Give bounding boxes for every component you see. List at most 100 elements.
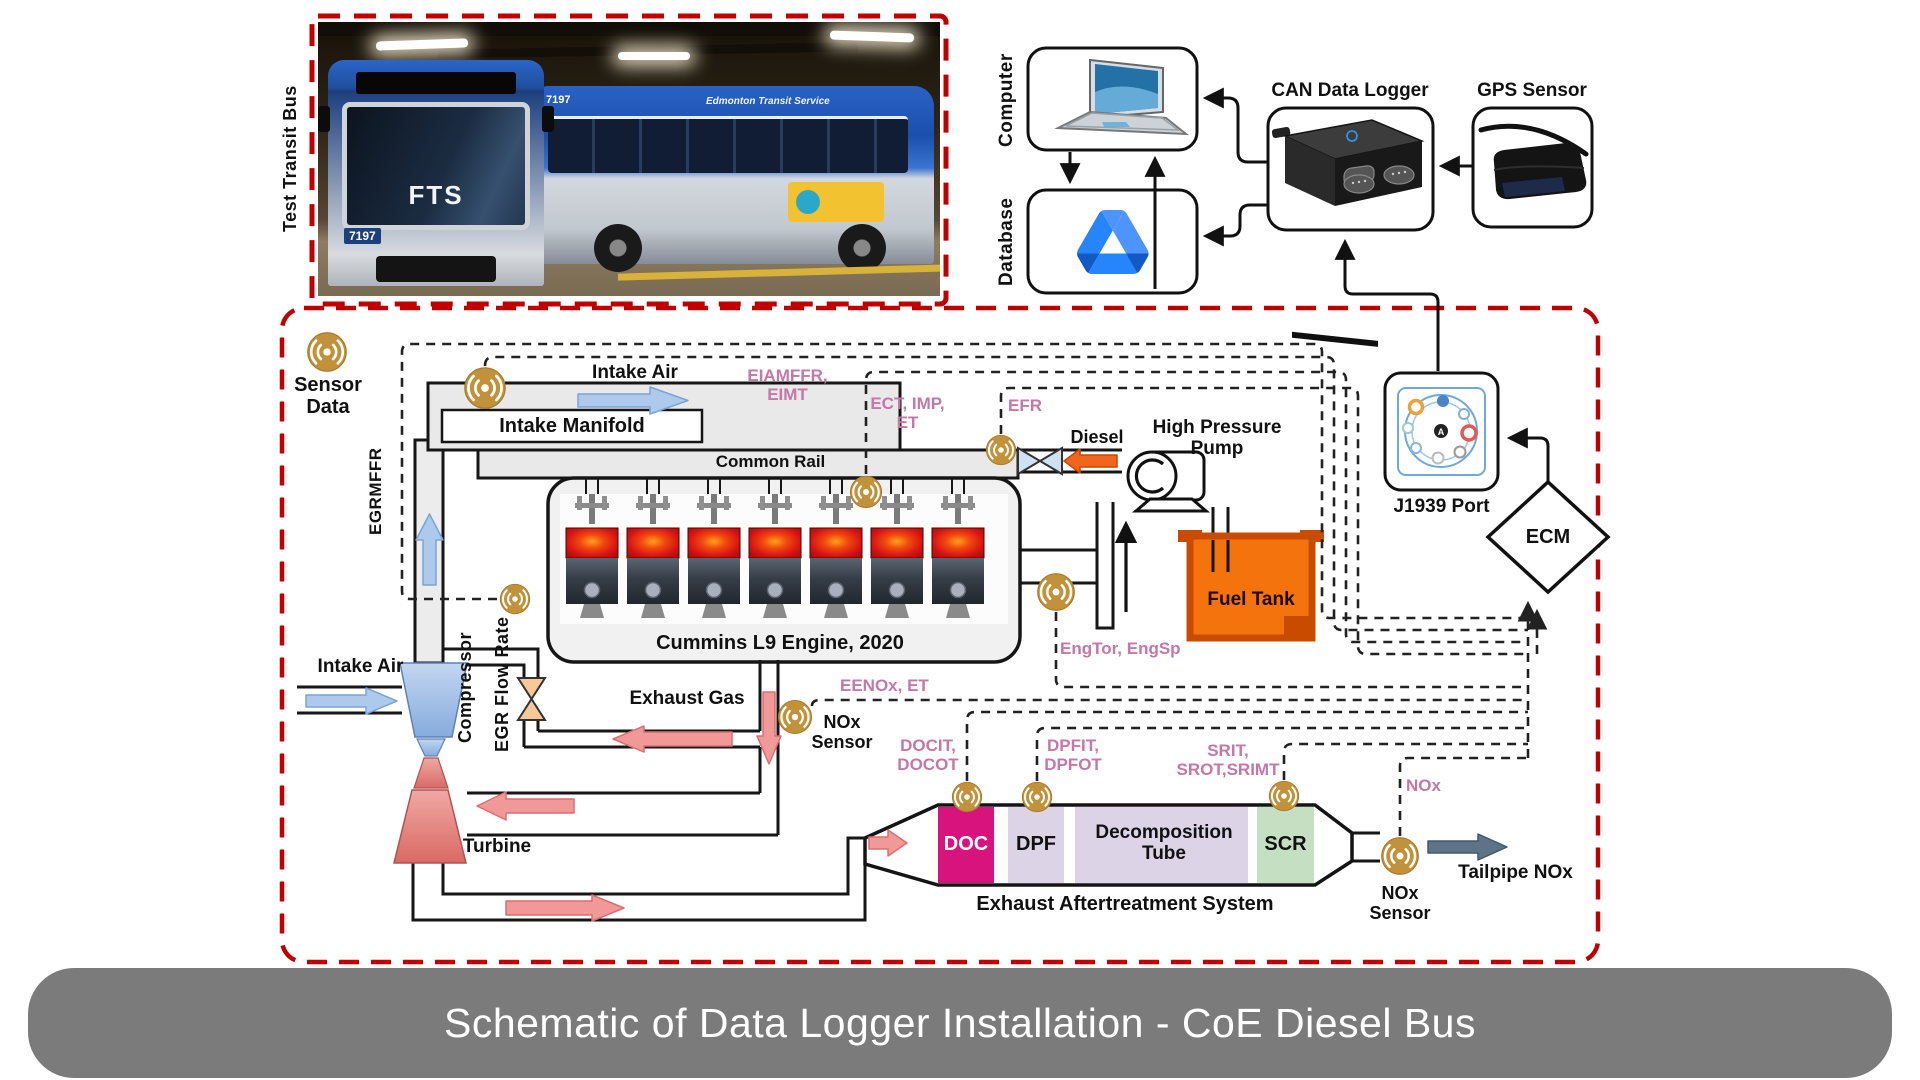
ceiling-beam bbox=[318, 22, 940, 36]
fuel-tank-icon bbox=[1178, 530, 1324, 642]
sensor-data-label: Sensor Data bbox=[294, 374, 362, 419]
turbine-in-arrow bbox=[476, 791, 575, 821]
drive-icon bbox=[1077, 210, 1149, 274]
bus-side-view: Edmonton Transit Service 7197 bbox=[536, 86, 934, 272]
hp-pump-label: High Pressure Pump bbox=[1152, 417, 1282, 460]
intake-air-left-label: Intake Air bbox=[317, 656, 404, 677]
intake-manifold-label: Intake Manifold bbox=[499, 415, 645, 437]
j1939-label: J1939 Port bbox=[1393, 496, 1490, 517]
computer-label: Computer bbox=[996, 53, 1017, 147]
acquisition-chain: A bbox=[1026, 46, 1611, 595]
docit-signal: DOCIT, DOCOT bbox=[897, 736, 959, 775]
high-pressure-pump-icon bbox=[1126, 450, 1211, 513]
doc-label: DOC bbox=[943, 833, 989, 855]
scr-label: SCR bbox=[1264, 833, 1307, 855]
doc-sensor-icon bbox=[951, 781, 983, 813]
schematic-border bbox=[279, 305, 1601, 965]
decomposition-tube-block bbox=[1075, 807, 1248, 883]
ceiling-light bbox=[829, 30, 915, 43]
engine-assembly bbox=[413, 381, 1022, 665]
nox-sensor-mid-label: NOx Sensor bbox=[811, 712, 873, 753]
eenox-signal: EENOx, ET bbox=[840, 676, 929, 695]
photo-caption: Test Transit Bus bbox=[280, 85, 300, 233]
exhaust-down-arrow bbox=[756, 691, 782, 765]
can-logger-label: CAN Data Logger bbox=[1271, 80, 1429, 101]
turbine-wheel bbox=[393, 789, 467, 864]
bus-operator-text: Edmonton Transit Service bbox=[706, 96, 830, 107]
can-logger-icon bbox=[1271, 119, 1425, 347]
bus-wheel bbox=[838, 224, 886, 272]
dpf-sensor-icon bbox=[1021, 781, 1053, 813]
ad-graphic bbox=[796, 190, 820, 214]
scr-block bbox=[1257, 807, 1314, 883]
database-box bbox=[1026, 188, 1199, 295]
engtor-sensor-icon bbox=[1036, 572, 1076, 612]
intake-air-left-arrow bbox=[305, 687, 398, 715]
intake-duct-arrow bbox=[415, 513, 444, 586]
turbocharger bbox=[393, 662, 468, 864]
bike-rack bbox=[376, 256, 496, 282]
ect-signal: ECT, IMP, ET bbox=[870, 394, 945, 433]
turbine-label: Turbine bbox=[462, 836, 532, 857]
compressor-label: Compressor bbox=[455, 631, 475, 743]
bus-number-side: 7197 bbox=[546, 94, 571, 106]
srit-signal: SRIT, SROT,SRIMT bbox=[1176, 741, 1280, 780]
j1939-pin-a: A bbox=[1438, 427, 1445, 437]
nox-signal: NOx bbox=[1406, 776, 1441, 795]
egr-sensor-icon bbox=[499, 583, 531, 615]
common-rail-box bbox=[476, 448, 1020, 480]
intake-air-sensor-icon bbox=[463, 366, 507, 410]
diesel-label: Diesel bbox=[1070, 427, 1124, 447]
eiamffr-signal: EIAMFFR, EIMT bbox=[747, 366, 828, 405]
egrmffr-signal: EGRMFFR bbox=[366, 447, 385, 535]
exhaust-gas-label: Exhaust Gas bbox=[629, 688, 745, 709]
dpf-block bbox=[1008, 807, 1064, 883]
tailpipe-nox-label: Tailpipe NOx bbox=[1458, 862, 1573, 883]
tailpipe-arrow bbox=[1427, 833, 1508, 861]
efr-signal: EFR bbox=[1008, 396, 1042, 415]
nox-sensor-tail-icon bbox=[1380, 836, 1420, 876]
egr-flow-rate-label: EGR Flow Rate bbox=[492, 616, 512, 752]
intake-air-top-arrow bbox=[577, 386, 689, 415]
egr-flow-arrow bbox=[612, 725, 733, 753]
windshield: FTS bbox=[342, 102, 530, 230]
gps-icon bbox=[1478, 123, 1589, 200]
turbine-out-arrow bbox=[505, 894, 625, 922]
aftertreatment-system bbox=[863, 803, 1354, 887]
bus-ad-banner bbox=[788, 182, 884, 222]
test-bus-photo: Edmonton Transit Service 7197 FTS 7197 bbox=[318, 22, 940, 296]
bus-front-view: FTS 7197 bbox=[318, 60, 554, 286]
common-rail-sensor-icon bbox=[849, 475, 883, 509]
common-rail-label: Common Rail bbox=[715, 452, 826, 471]
scr-sensor-icon bbox=[1268, 780, 1300, 812]
dpf-label: DPF bbox=[1016, 833, 1056, 855]
eas-caption: Exhaust Aftertreatment System bbox=[976, 893, 1274, 915]
diesel-arrow bbox=[1063, 448, 1118, 474]
efr-sensor-icon bbox=[985, 434, 1017, 466]
compressor-wheel bbox=[399, 662, 468, 738]
floor-line bbox=[617, 264, 940, 281]
mirror bbox=[318, 106, 330, 132]
flow-arrows bbox=[305, 386, 1508, 922]
j1939-port-icon: A bbox=[1383, 371, 1500, 492]
bus-windows bbox=[548, 116, 908, 173]
bus-number-front: 7197 bbox=[344, 228, 381, 244]
bus-wheel bbox=[594, 224, 642, 272]
title-bar: Schematic of Data Logger Installation - … bbox=[28, 968, 1892, 1078]
photo-border bbox=[309, 13, 949, 307]
database-label: Database bbox=[996, 197, 1017, 287]
piping bbox=[297, 448, 1380, 922]
dpfit-signal: DPFIT, DPFOT bbox=[1044, 736, 1102, 775]
figure-title: Schematic of Data Logger Installation - … bbox=[443, 999, 1476, 1046]
doc-block bbox=[938, 807, 994, 883]
nox-sensor-tail-label: NOx Sensor bbox=[1369, 883, 1431, 924]
ecm-label: ECM bbox=[1525, 526, 1571, 548]
ceiling-light bbox=[618, 52, 690, 60]
ecm-diamond bbox=[1485, 479, 1611, 595]
sensor-data-icon bbox=[306, 331, 348, 373]
engtor-signal: EngTor, EngSp bbox=[1060, 639, 1181, 658]
engine-label: Cummins L9 Engine, 2020 bbox=[656, 632, 904, 654]
decomposition-tube-label: Decomposition Tube bbox=[1095, 822, 1233, 865]
eas-in-arrow bbox=[868, 829, 908, 857]
